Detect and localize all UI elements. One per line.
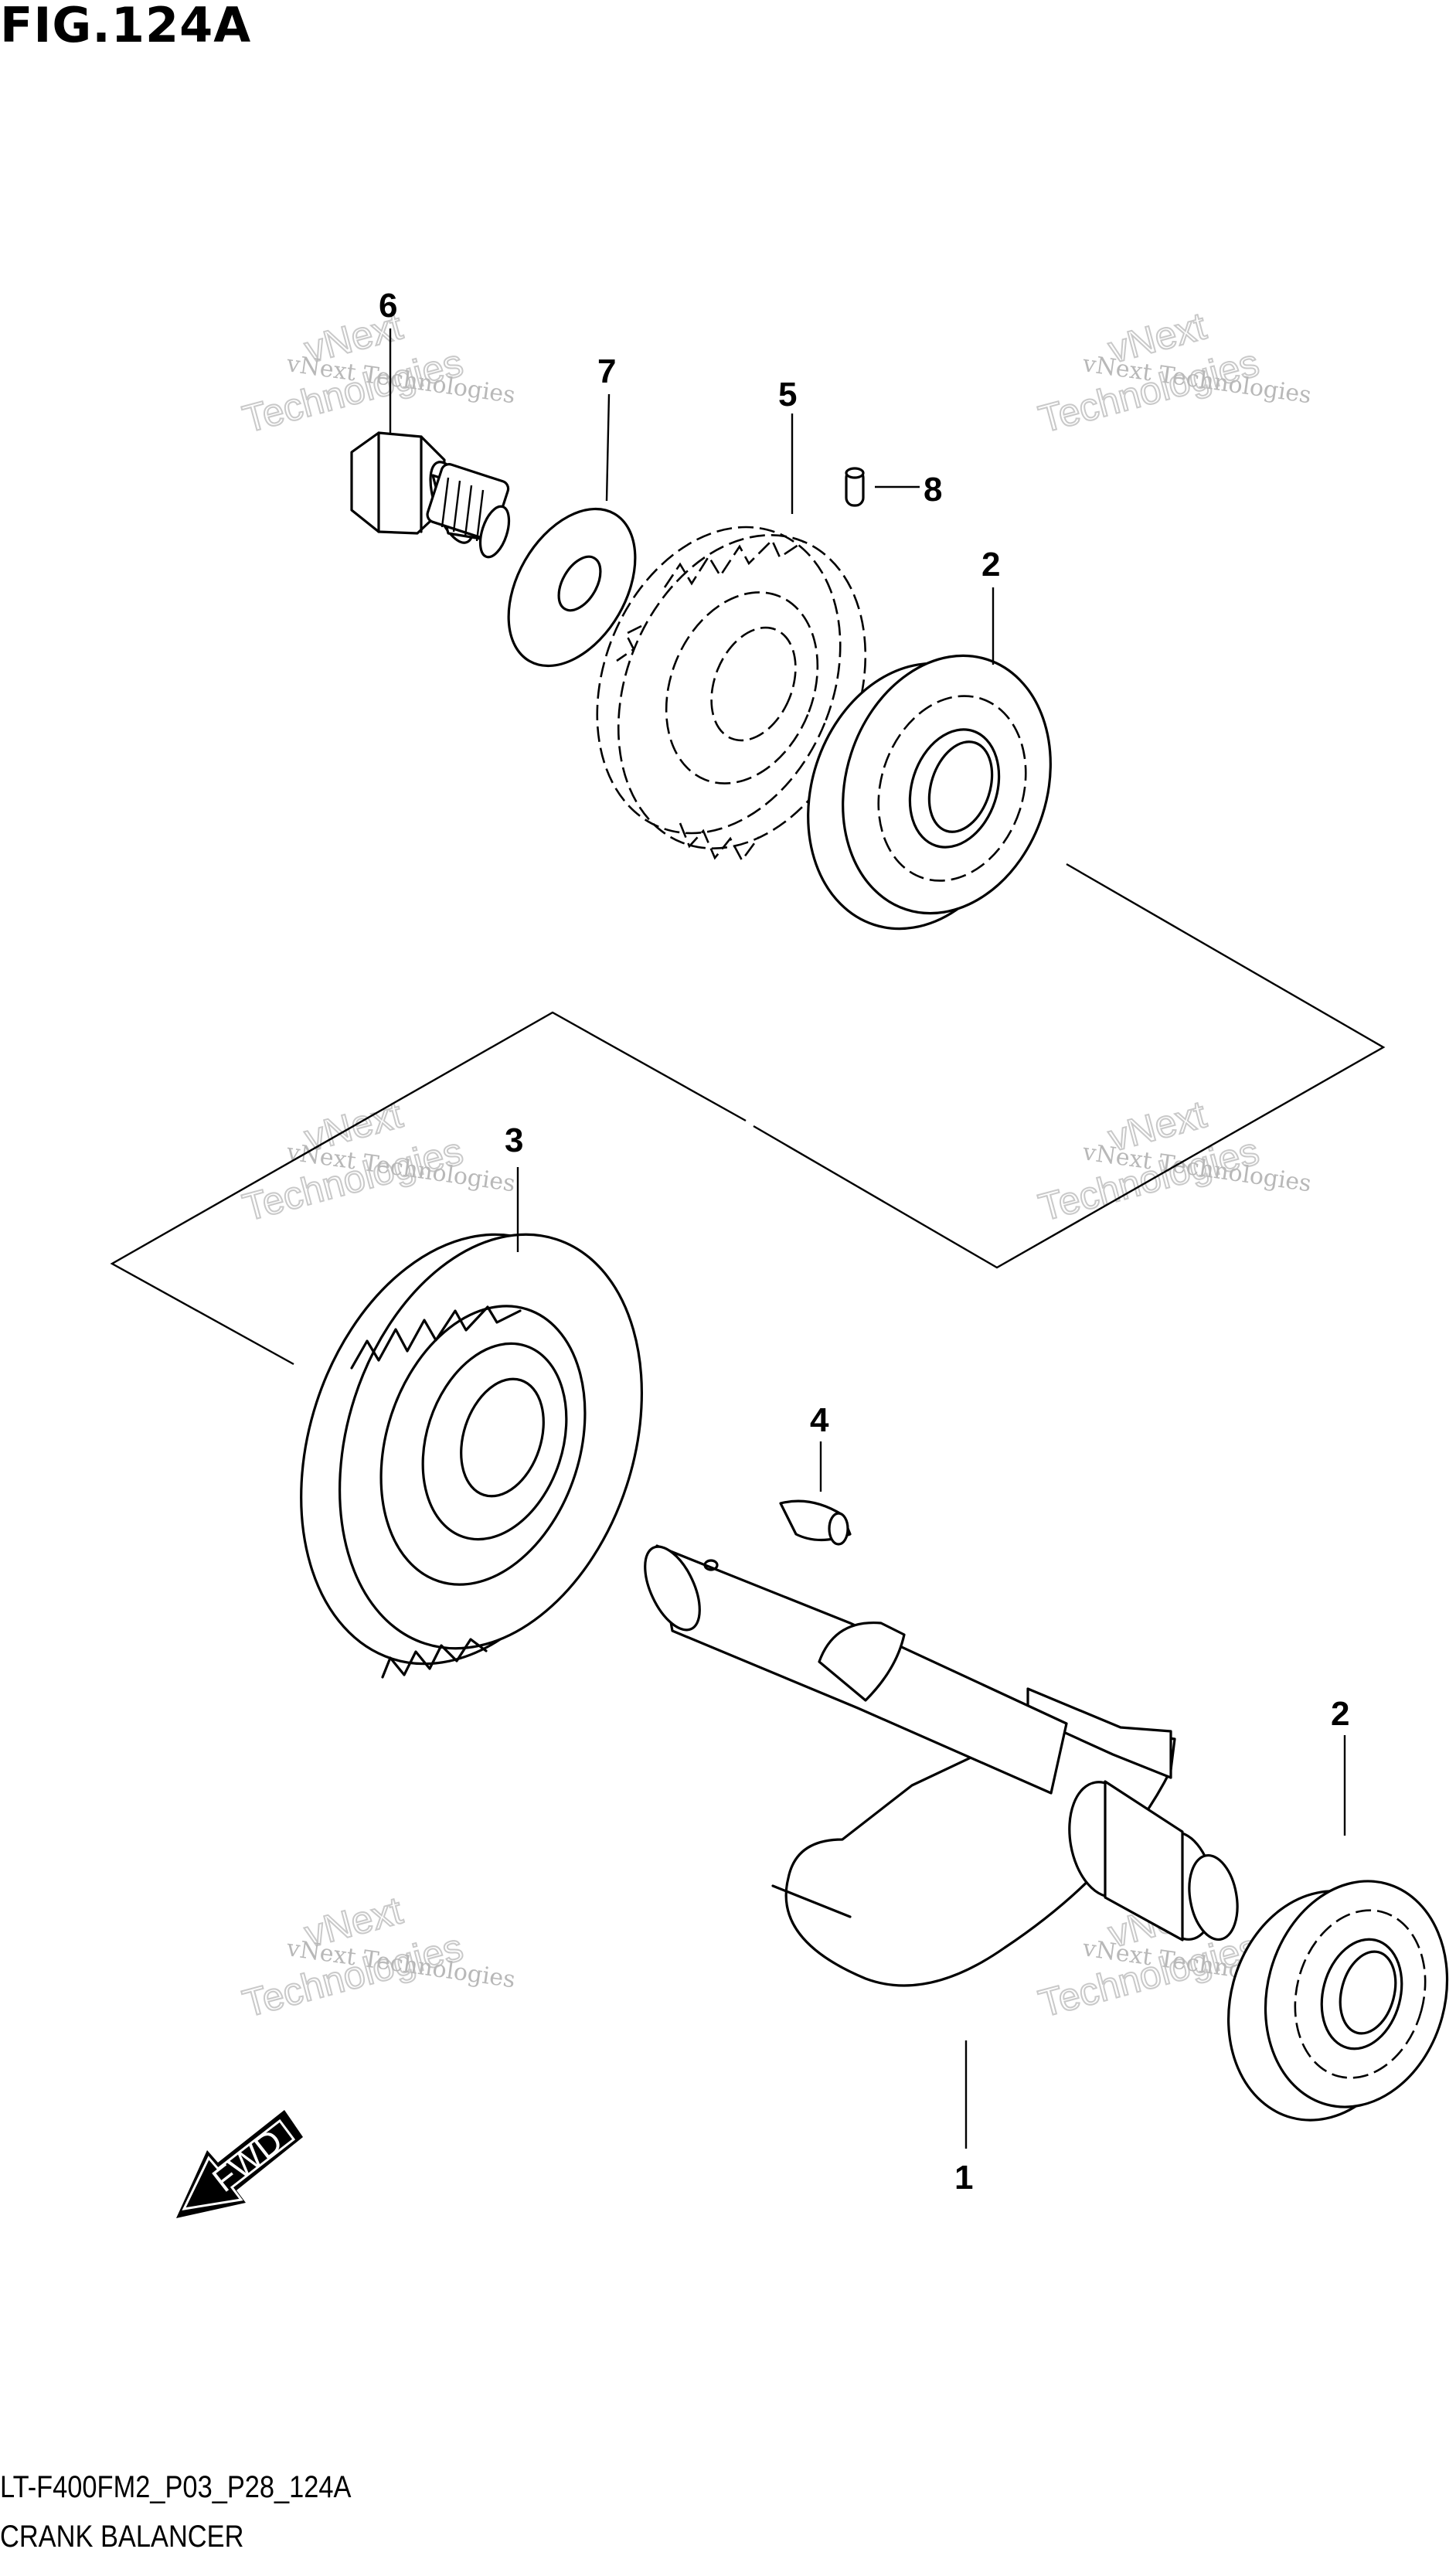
callout-7: 7: [597, 352, 616, 390]
watermark-top-left: vNext Technologies vNext Technologies: [237, 303, 517, 441]
leader-lines: [389, 328, 1346, 2149]
callout-2-top: 2: [981, 546, 1000, 584]
part-1-balancer-shaft: [644, 1544, 1239, 1987]
callout-3: 3: [505, 1121, 523, 1159]
part-3-gear: [300, 1233, 643, 1679]
figure-name: CRANK BALANCER: [0, 2520, 244, 2554]
callout-5: 5: [778, 376, 797, 413]
figure-code: LT-F400FM2_P03_P28_124A: [0, 2470, 352, 2504]
watermark-top-right: vNext Technologies vNext Technologies: [1033, 303, 1313, 441]
watermark-mid-right: vNext Technologies vNext Technologies: [1033, 1091, 1313, 1230]
callout-4: 4: [810, 1401, 829, 1439]
part-4-key: [779, 1499, 852, 1546]
part-2-bearing-bottom: [1226, 1880, 1449, 2122]
part-6-bolt: [350, 431, 511, 559]
callout-1: 1: [954, 2159, 973, 2197]
part-7-washer: [507, 507, 637, 668]
part-8-pin: [845, 467, 865, 507]
figure-title: FIG.124A: [0, 0, 252, 53]
part-2-bearing-top: [807, 654, 1052, 931]
callout-6: 6: [379, 287, 397, 325]
callout-2-bottom: 2: [1331, 1695, 1349, 1733]
watermark-bottom-left: vNext Technologies vNext Technologies: [237, 1887, 517, 2026]
assembly-outline: [110, 863, 1386, 1366]
fwd-arrow: FWD: [176, 2110, 303, 2218]
callout-8: 8: [924, 471, 942, 509]
